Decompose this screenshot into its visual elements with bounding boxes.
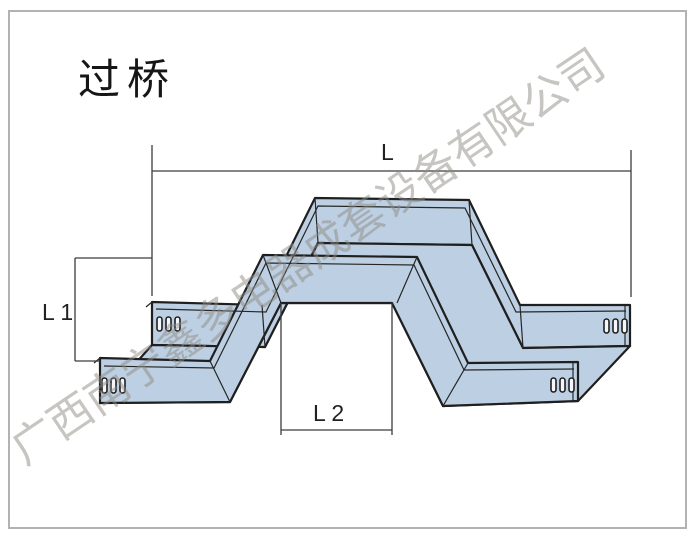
page-border — [8, 10, 687, 529]
fold-lines — [93, 197, 627, 407]
dimension-lines — [74, 145, 632, 435]
dimension-label-L: L — [381, 139, 394, 165]
page-title: 过桥 — [78, 55, 177, 104]
dimension-label-L2: L 2 — [313, 400, 345, 426]
dimension-label-L1: L 1 — [42, 299, 74, 325]
slot-holes — [101, 316, 628, 394]
